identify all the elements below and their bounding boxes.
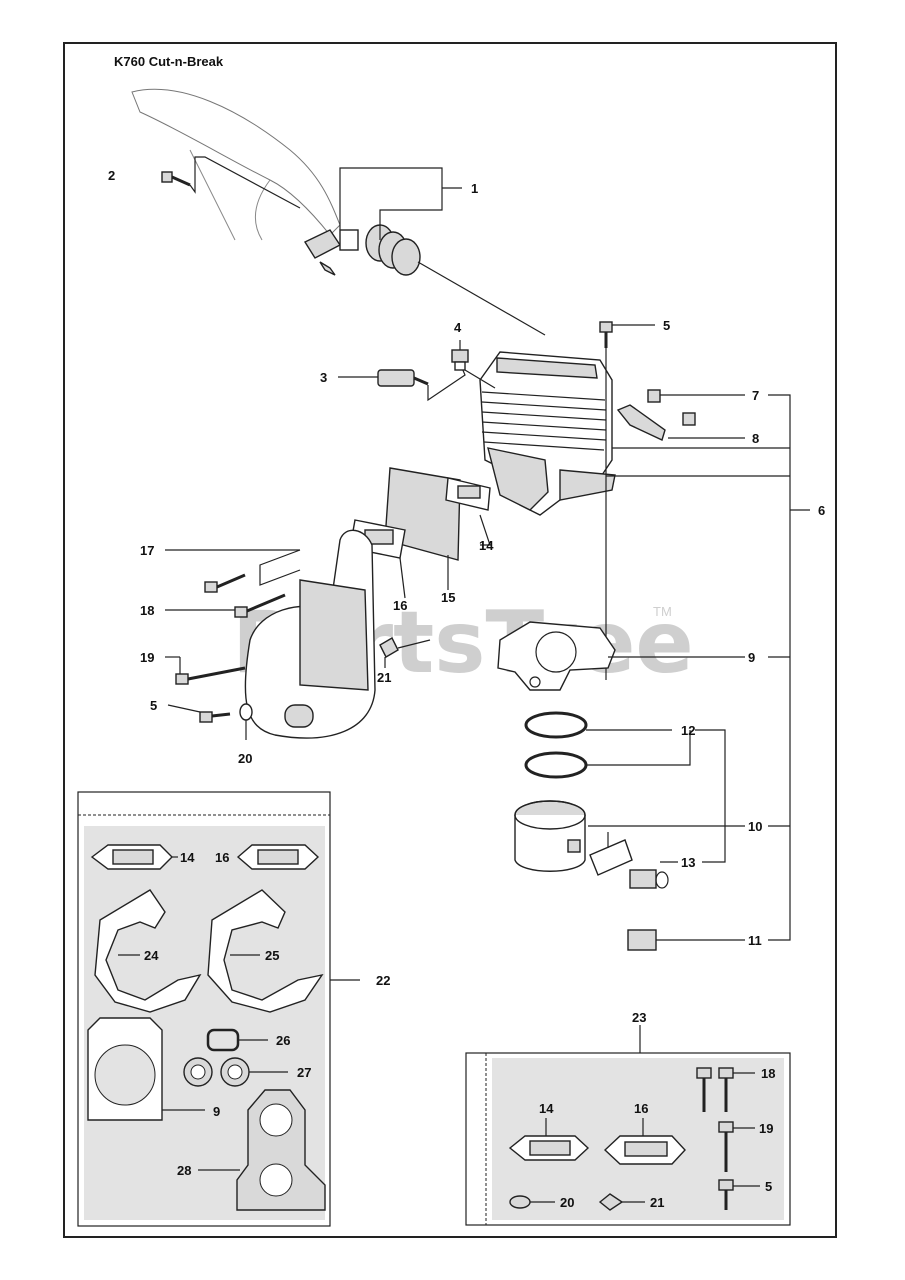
piston-ring-part-12-b xyxy=(524,751,588,779)
callout-7: 7 xyxy=(752,388,759,403)
diagram-frame xyxy=(63,42,837,1238)
callout-8: 8 xyxy=(752,431,759,446)
bracket-part-7-8 xyxy=(616,389,696,441)
kit-seals-27 xyxy=(183,1057,250,1087)
spark-plug-part-3 xyxy=(377,369,429,387)
callout-6: 6 xyxy=(818,503,825,518)
callout-5-left: 5 xyxy=(150,698,157,713)
callout-12: 12 xyxy=(681,723,695,738)
callout-10: 10 xyxy=(748,819,762,834)
decompression-valve-part-1 xyxy=(303,229,359,276)
kit-washer-20 xyxy=(509,1195,531,1209)
kit-gasket-24 xyxy=(94,889,202,1013)
callout-22: 22 xyxy=(376,973,390,988)
kit-callout-28: 28 xyxy=(177,1163,191,1178)
callout-17: 17 xyxy=(140,543,154,558)
kit-r-callout-5: 5 xyxy=(765,1179,772,1194)
cylinder-base-gasket-part-9 xyxy=(497,621,616,691)
nut-part-21 xyxy=(379,637,431,658)
callout-2: 2 xyxy=(108,168,115,183)
callout-16: 16 xyxy=(393,598,407,613)
callout-21: 21 xyxy=(377,670,391,685)
callout-20: 20 xyxy=(238,751,252,766)
piston xyxy=(514,800,586,872)
kit-gasket-16 xyxy=(236,844,320,870)
bolt-part-19 xyxy=(175,666,246,685)
kit-plate-28 xyxy=(236,1089,326,1211)
kit-callout-9: 9 xyxy=(213,1104,220,1119)
kit-r-gasket-14 xyxy=(508,1135,590,1161)
callout-23: 23 xyxy=(632,1010,646,1025)
callout-19: 19 xyxy=(140,650,154,665)
callout-9: 9 xyxy=(748,650,755,665)
callout-5-top: 5 xyxy=(663,318,670,333)
piston-ring-part-12-a xyxy=(524,711,588,739)
kit-r-callout-16: 16 xyxy=(634,1101,648,1116)
spring-part-1 xyxy=(365,224,546,336)
handle-outline xyxy=(131,88,341,241)
screw-part-2 xyxy=(161,171,191,187)
callout-14: 14 xyxy=(479,538,494,553)
watermark-trademark: TM xyxy=(653,604,672,619)
kit-r-gasket-16 xyxy=(603,1135,686,1165)
kit-screw-5 xyxy=(718,1179,734,1210)
kit-screws-18 xyxy=(696,1067,734,1112)
muffler xyxy=(244,529,376,739)
plug-part-4 xyxy=(451,349,469,371)
gasket-part-14 xyxy=(445,477,491,511)
kit-gasket-25 xyxy=(207,889,324,1013)
needle-bearing-part-13 xyxy=(629,869,669,889)
callout-15: 15 xyxy=(441,590,455,605)
needle-bearing-part-11 xyxy=(627,929,657,951)
callout-18: 18 xyxy=(140,603,154,618)
bolt-part-17 xyxy=(204,573,246,593)
kit-r-callout-19: 19 xyxy=(759,1121,773,1136)
diagram-title: K760 Cut-n-Break xyxy=(114,54,224,69)
callout-4: 4 xyxy=(454,320,462,335)
kit-callout-14: 14 xyxy=(180,850,195,865)
kit-r-callout-14: 14 xyxy=(539,1101,554,1116)
kit-r-callout-20: 20 xyxy=(560,1195,574,1210)
callout-11: 11 xyxy=(748,933,762,948)
kit-gasket-14 xyxy=(90,844,173,870)
cylinder xyxy=(479,351,616,516)
callout-13: 13 xyxy=(681,855,695,870)
bolt-part-18 xyxy=(234,593,286,618)
callout-1: 1 xyxy=(471,181,478,196)
kit-callout-26: 26 xyxy=(276,1033,290,1048)
kit-callout-25: 25 xyxy=(265,948,279,963)
kit-screw-19 xyxy=(718,1121,734,1172)
kit-r-callout-18: 18 xyxy=(761,1066,775,1081)
callout-3: 3 xyxy=(320,370,327,385)
kit-callout-24: 24 xyxy=(144,948,159,963)
washer-part-20 xyxy=(239,703,253,721)
kit-r-callout-21: 21 xyxy=(650,1195,664,1210)
kit-callout-27: 27 xyxy=(297,1065,311,1080)
piston-pin xyxy=(589,839,633,876)
screw-part-5-left xyxy=(199,711,231,723)
kit-callout-16: 16 xyxy=(215,850,229,865)
kit-gasket-9 xyxy=(87,1017,163,1121)
screw-part-5-top xyxy=(599,321,613,348)
